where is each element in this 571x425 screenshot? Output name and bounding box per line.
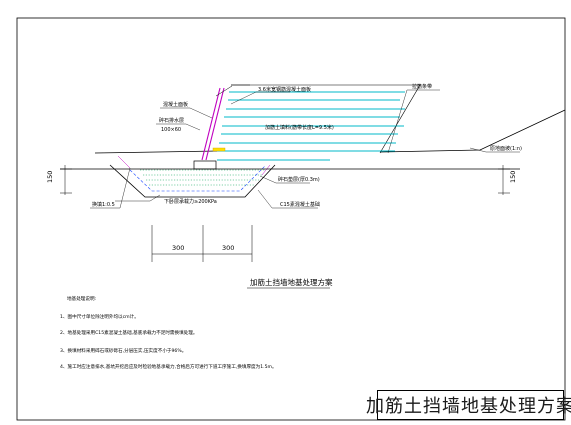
trench-slopes [117, 155, 271, 176]
wall-footing [193, 160, 217, 170]
label-treat-layer: 碎石垫层(厚0.3m) [278, 176, 320, 183]
dim-width-left-text: 300 [172, 244, 184, 252]
dim-left [60, 165, 72, 195]
ground-line-left [94, 150, 219, 154]
note-item-4: 4、施工时应注意排水,基坑开挖后应及时检验地基承载力,合格后方可进行下道工序施工… [60, 363, 277, 370]
bedding-layer [140, 169, 265, 186]
reinforced-fill-back-line [231, 84, 421, 154]
ground-slope-right [379, 109, 566, 153]
leader-lines [90, 89, 520, 209]
drawing-frame [16, 17, 566, 421]
dim-right [498, 165, 510, 195]
title-block: 加筋土挡墙地基处理方案 [366, 390, 571, 420]
note-item-3: 3、换填材料采用碎石或砂砾石,分层压实,压实度不小于96%。 [60, 347, 186, 354]
label-reinforced-fill: 加筋土填料(筋带长度L=9.5米) [265, 124, 334, 131]
drawing-subtitle: 加筋土挡墙地基处理方案 [250, 277, 333, 287]
dim-left-text: 150 [46, 171, 54, 183]
label-panel: 混凝土面板 [163, 101, 188, 108]
note-item-2: 2、地基处理采用C15素混凝土基础,基底承载力不足时需换填处理。 [60, 329, 197, 336]
label-geogrid: 拉筋条带 [412, 83, 432, 90]
panel-top-cap [215, 85, 233, 97]
foundation-trench [109, 164, 276, 198]
label-slope: 原地面坡(1:n) [490, 145, 522, 152]
dim-width [151, 225, 253, 262]
title-block-text: 加筋土挡墙地基处理方案 [366, 396, 571, 417]
label-replace: C15素混凝土基础 [280, 201, 320, 208]
label-filter: 碎石排水层 [159, 117, 184, 124]
label-trench: 换填1:0.5 [92, 201, 115, 208]
footing-accent [212, 147, 226, 152]
wall-panel [201, 87, 225, 161]
notes-heading: 地基处理说明: [67, 295, 97, 302]
dim-right-text: 150 [509, 171, 517, 183]
bearing-layer-outline [129, 165, 266, 192]
label-bearing: 下卧层承载力≥200KPa [164, 198, 217, 205]
note-item-1: 1、图中尺寸单位除注明外均以cm计。 [60, 313, 139, 320]
label-top: 3.6米宽钢筋混凝土面板 [258, 86, 311, 93]
dim-width-right-text: 300 [222, 244, 234, 252]
label-filter-size: 100×60 [161, 127, 181, 133]
